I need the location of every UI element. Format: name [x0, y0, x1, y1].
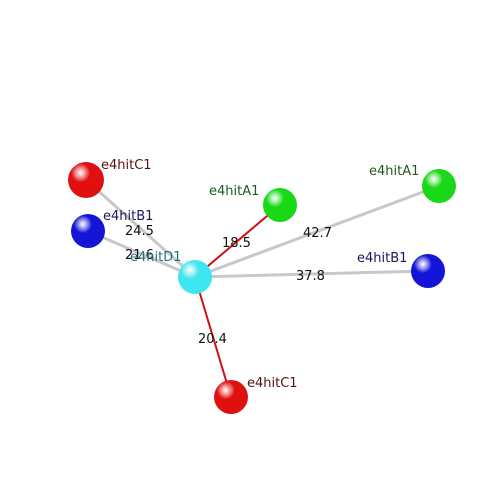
distance-label: 18.5 — [222, 236, 251, 251]
atom-sphere-c1-bottom[interactable] — [214, 380, 248, 414]
bond-line-c1-left — [84, 178, 197, 279]
atom-sphere-a1-center[interactable] — [263, 188, 297, 222]
bond-line-c1-bottom — [194, 276, 232, 398]
atom-sphere-b1-left[interactable] — [71, 214, 105, 248]
distance-label: 37.8 — [296, 269, 325, 284]
atom-sphere-a1-right[interactable] — [422, 169, 456, 203]
atom-label: e4hitA1 — [369, 164, 419, 179]
atom-label: e4hitB1 — [103, 209, 153, 224]
atom-label: e4hitA1 — [209, 184, 259, 199]
atom-label: e4hitC1 — [101, 158, 152, 173]
bond-line-b1-left — [86, 229, 197, 279]
bond-line-a1-center — [194, 204, 281, 278]
atom-sphere-b1-right[interactable] — [411, 254, 445, 288]
bond-line-b1-right — [193, 269, 430, 279]
bond-line-a1-right — [193, 184, 441, 279]
atom-sphere-d1-center[interactable] — [178, 260, 212, 294]
distance-label: 20.4 — [198, 332, 227, 347]
atom-label: e4hitD1 — [130, 250, 182, 265]
distance-label: 24.5 — [125, 224, 154, 239]
distance-label: 21.6 — [125, 248, 154, 263]
distance-label: 42.7 — [303, 226, 332, 241]
atom-label: e4hitB1 — [357, 251, 407, 266]
atom-label: e4hitC1 — [247, 376, 298, 391]
atom-sphere-c1-left[interactable] — [68, 162, 104, 198]
